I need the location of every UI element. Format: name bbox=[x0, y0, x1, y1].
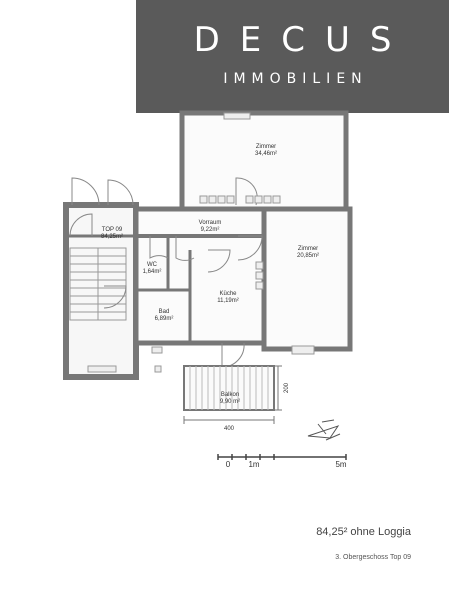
fixtures bbox=[87, 112, 315, 373]
dimension-lines bbox=[183, 365, 282, 424]
logo-box: DECUS IMMOBILIEN bbox=[136, 0, 449, 113]
walls bbox=[63, 110, 353, 380]
logo-subtitle: IMMOBILIEN bbox=[223, 71, 368, 87]
room-name-kueche: Küche bbox=[219, 291, 237, 297]
room-area-vorraum: 9,22m² bbox=[201, 227, 220, 233]
unit-name-top09: TOP 09 bbox=[102, 227, 123, 233]
scale-label-0: 0 bbox=[226, 460, 231, 469]
door-swings bbox=[69, 177, 263, 368]
room-area-zimmer-2: 20,85m² bbox=[297, 253, 319, 259]
room-area-zimmer-1: 34,46m² bbox=[255, 151, 277, 157]
room-name-bad: Bad bbox=[159, 309, 170, 315]
scale-bar bbox=[217, 454, 347, 460]
scale-label-5m: 5m bbox=[335, 460, 346, 469]
scale-label-1m: 1m bbox=[248, 460, 259, 469]
room-area-bad: 6,89m² bbox=[155, 316, 174, 322]
room-area-balkon: 9,90 m² bbox=[220, 399, 240, 405]
room-name-zimmer-2: Zimmer bbox=[298, 246, 318, 252]
room-area-wc: 1,64m² bbox=[143, 269, 162, 275]
room-name-zimmer-1: Zimmer bbox=[256, 144, 276, 150]
unit-area-top09: 84,25m² bbox=[101, 234, 123, 240]
staircase bbox=[69, 247, 127, 321]
living-area-note: 84,25² ohne Loggia bbox=[316, 526, 411, 538]
north-arrow-icon bbox=[307, 419, 341, 441]
caption-area: 84,25² ohne Loggia 3. Obergeschoss Top 0… bbox=[316, 526, 411, 561]
dimension-width: 400 bbox=[224, 426, 235, 432]
room-name-wc: WC bbox=[147, 262, 158, 268]
logo-wordmark: DECUS bbox=[193, 20, 412, 60]
dimension-depth: 200 bbox=[284, 382, 290, 393]
balcony bbox=[183, 365, 275, 411]
room-labels: Zimmer 34,46m² Vorraum 9,22m² TOP 09 84,… bbox=[101, 144, 347, 469]
floor-level-note: 3. Obergeschoss Top 09 bbox=[335, 554, 411, 561]
room-name-balkon: Balkon bbox=[221, 392, 239, 398]
room-area-kueche: 11,19m² bbox=[217, 298, 239, 304]
room-name-vorraum: Vorraum bbox=[199, 220, 222, 226]
